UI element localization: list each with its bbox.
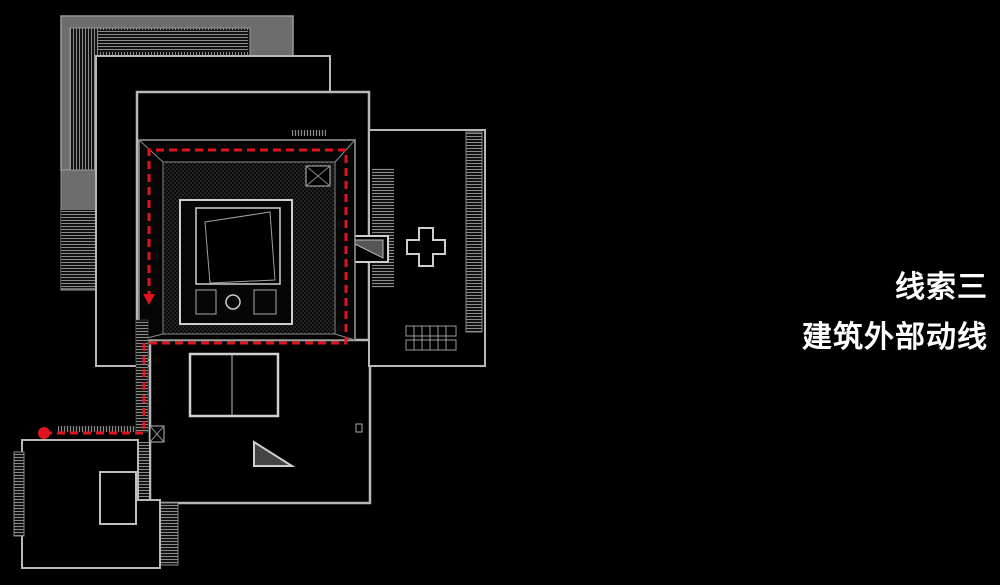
caption-route-subtitle: 建筑外部动线 (802, 320, 988, 355)
east-wing (341, 129, 486, 367)
annex-building (13, 319, 161, 569)
caption-clue-title: 线索三 (895, 270, 988, 305)
cross-symbol (406, 227, 446, 267)
route-direction-arrow-icon (143, 294, 155, 305)
triangle-skylight (253, 440, 296, 467)
visitor-route (38, 148, 348, 439)
lower-rooms (137, 352, 363, 566)
exhibition-core (138, 130, 356, 341)
route-start-dot-icon (38, 427, 50, 439)
